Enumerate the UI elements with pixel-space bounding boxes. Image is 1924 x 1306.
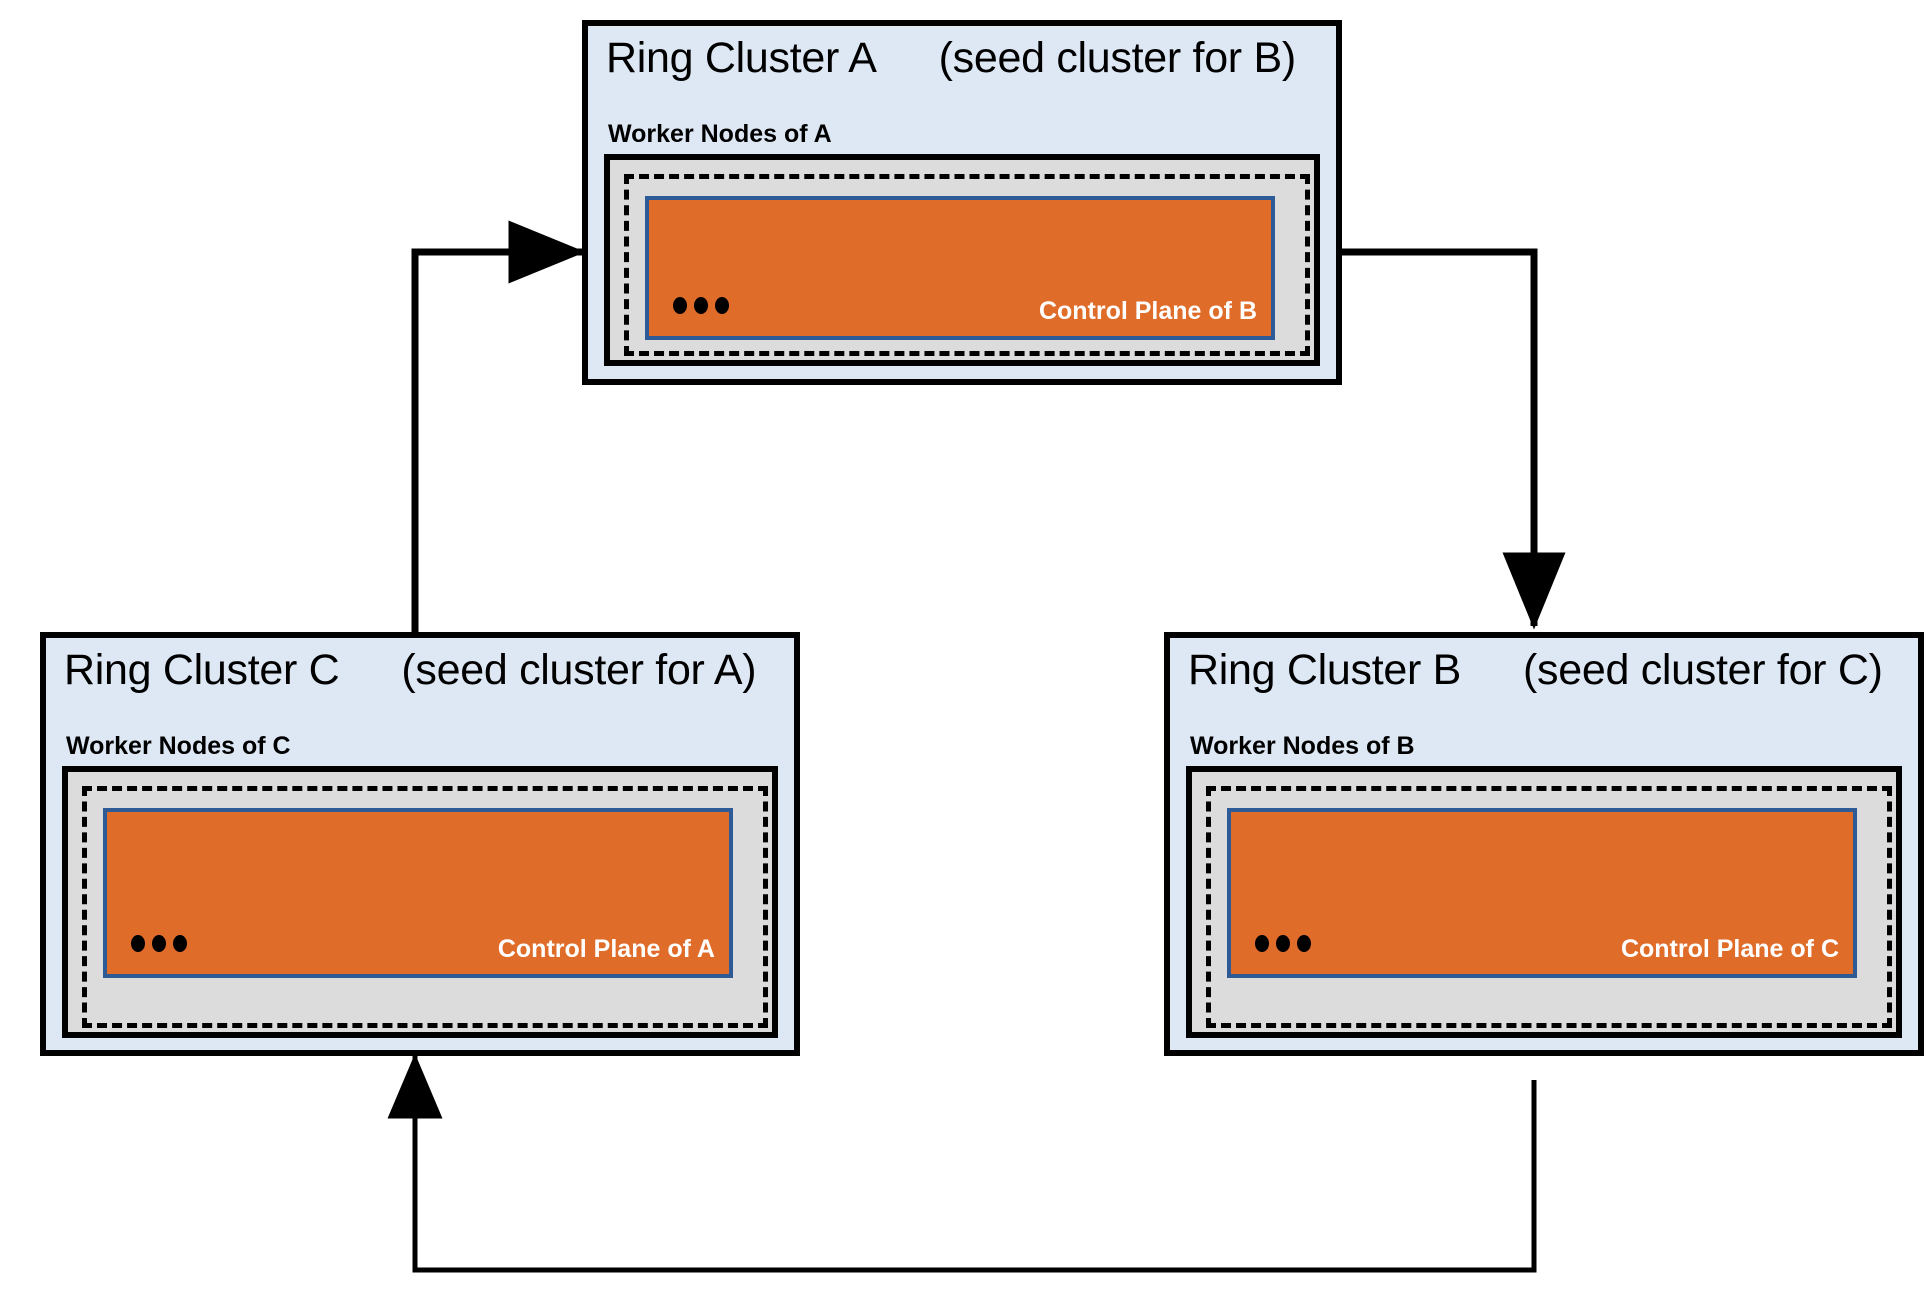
cluster-a-control-plane-label: Control Plane of B (1038, 297, 1257, 325)
cluster-b[interactable]: Ring Cluster B (seed cluster for C) Worke… (1164, 632, 1924, 1056)
cluster-c-name: Ring Cluster C (64, 646, 340, 694)
cluster-c-worker-label: Worker Nodes of C (66, 732, 291, 760)
cluster-b-worker-nodes: Control Plane of C (1186, 766, 1902, 1038)
arrow-a-to-b (1342, 248, 1566, 630)
arrow-c-to-a (411, 220, 586, 640)
cluster-c-ellipsis-dots (131, 935, 187, 952)
cluster-c-worker-nodes: Control Plane of A (62, 766, 778, 1038)
cluster-a-dashed-boundary: Control Plane of B (624, 174, 1310, 356)
cluster-a-name: Ring Cluster A (606, 34, 877, 82)
cluster-b-control-plane-label: Control Plane of C (1620, 935, 1839, 963)
cluster-a-worker-nodes: Control Plane of B (604, 154, 1320, 366)
cluster-a[interactable]: Ring Cluster A (seed cluster for B) Worke… (582, 20, 1342, 385)
cluster-a-worker-label: Worker Nodes of A (608, 120, 832, 148)
cluster-c-dashed-boundary: Control Plane of A (82, 786, 768, 1028)
cluster-b-seed-note: (seed cluster for C) (1523, 646, 1883, 694)
cluster-b-worker-label: Worker Nodes of B (1190, 732, 1415, 760)
cluster-c-control-plane-label: Control Plane of A (497, 935, 715, 963)
cluster-b-title: Ring Cluster B (seed cluster for C) (1188, 646, 1883, 695)
cluster-b-ellipsis-dots (1255, 935, 1311, 952)
cluster-a-seed-note: (seed cluster for B) (938, 34, 1297, 82)
cluster-b-dashed-boundary: Control Plane of C (1206, 786, 1892, 1028)
cluster-c-control-plane[interactable]: Control Plane of A (103, 808, 733, 978)
arrow-b-to-c (387, 1053, 1537, 1273)
cluster-b-control-plane[interactable]: Control Plane of C (1227, 808, 1857, 978)
cluster-a-title: Ring Cluster A (seed cluster for B) (606, 34, 1296, 83)
cluster-c[interactable]: Ring Cluster C (seed cluster for A) Worke… (40, 632, 800, 1056)
cluster-c-title: Ring Cluster C (seed cluster for A) (64, 646, 757, 695)
cluster-c-seed-note: (seed cluster for A) (401, 646, 757, 694)
cluster-a-ellipsis-dots (673, 297, 729, 314)
cluster-b-name: Ring Cluster B (1188, 646, 1462, 694)
cluster-a-control-plane[interactable]: Control Plane of B (645, 196, 1275, 340)
